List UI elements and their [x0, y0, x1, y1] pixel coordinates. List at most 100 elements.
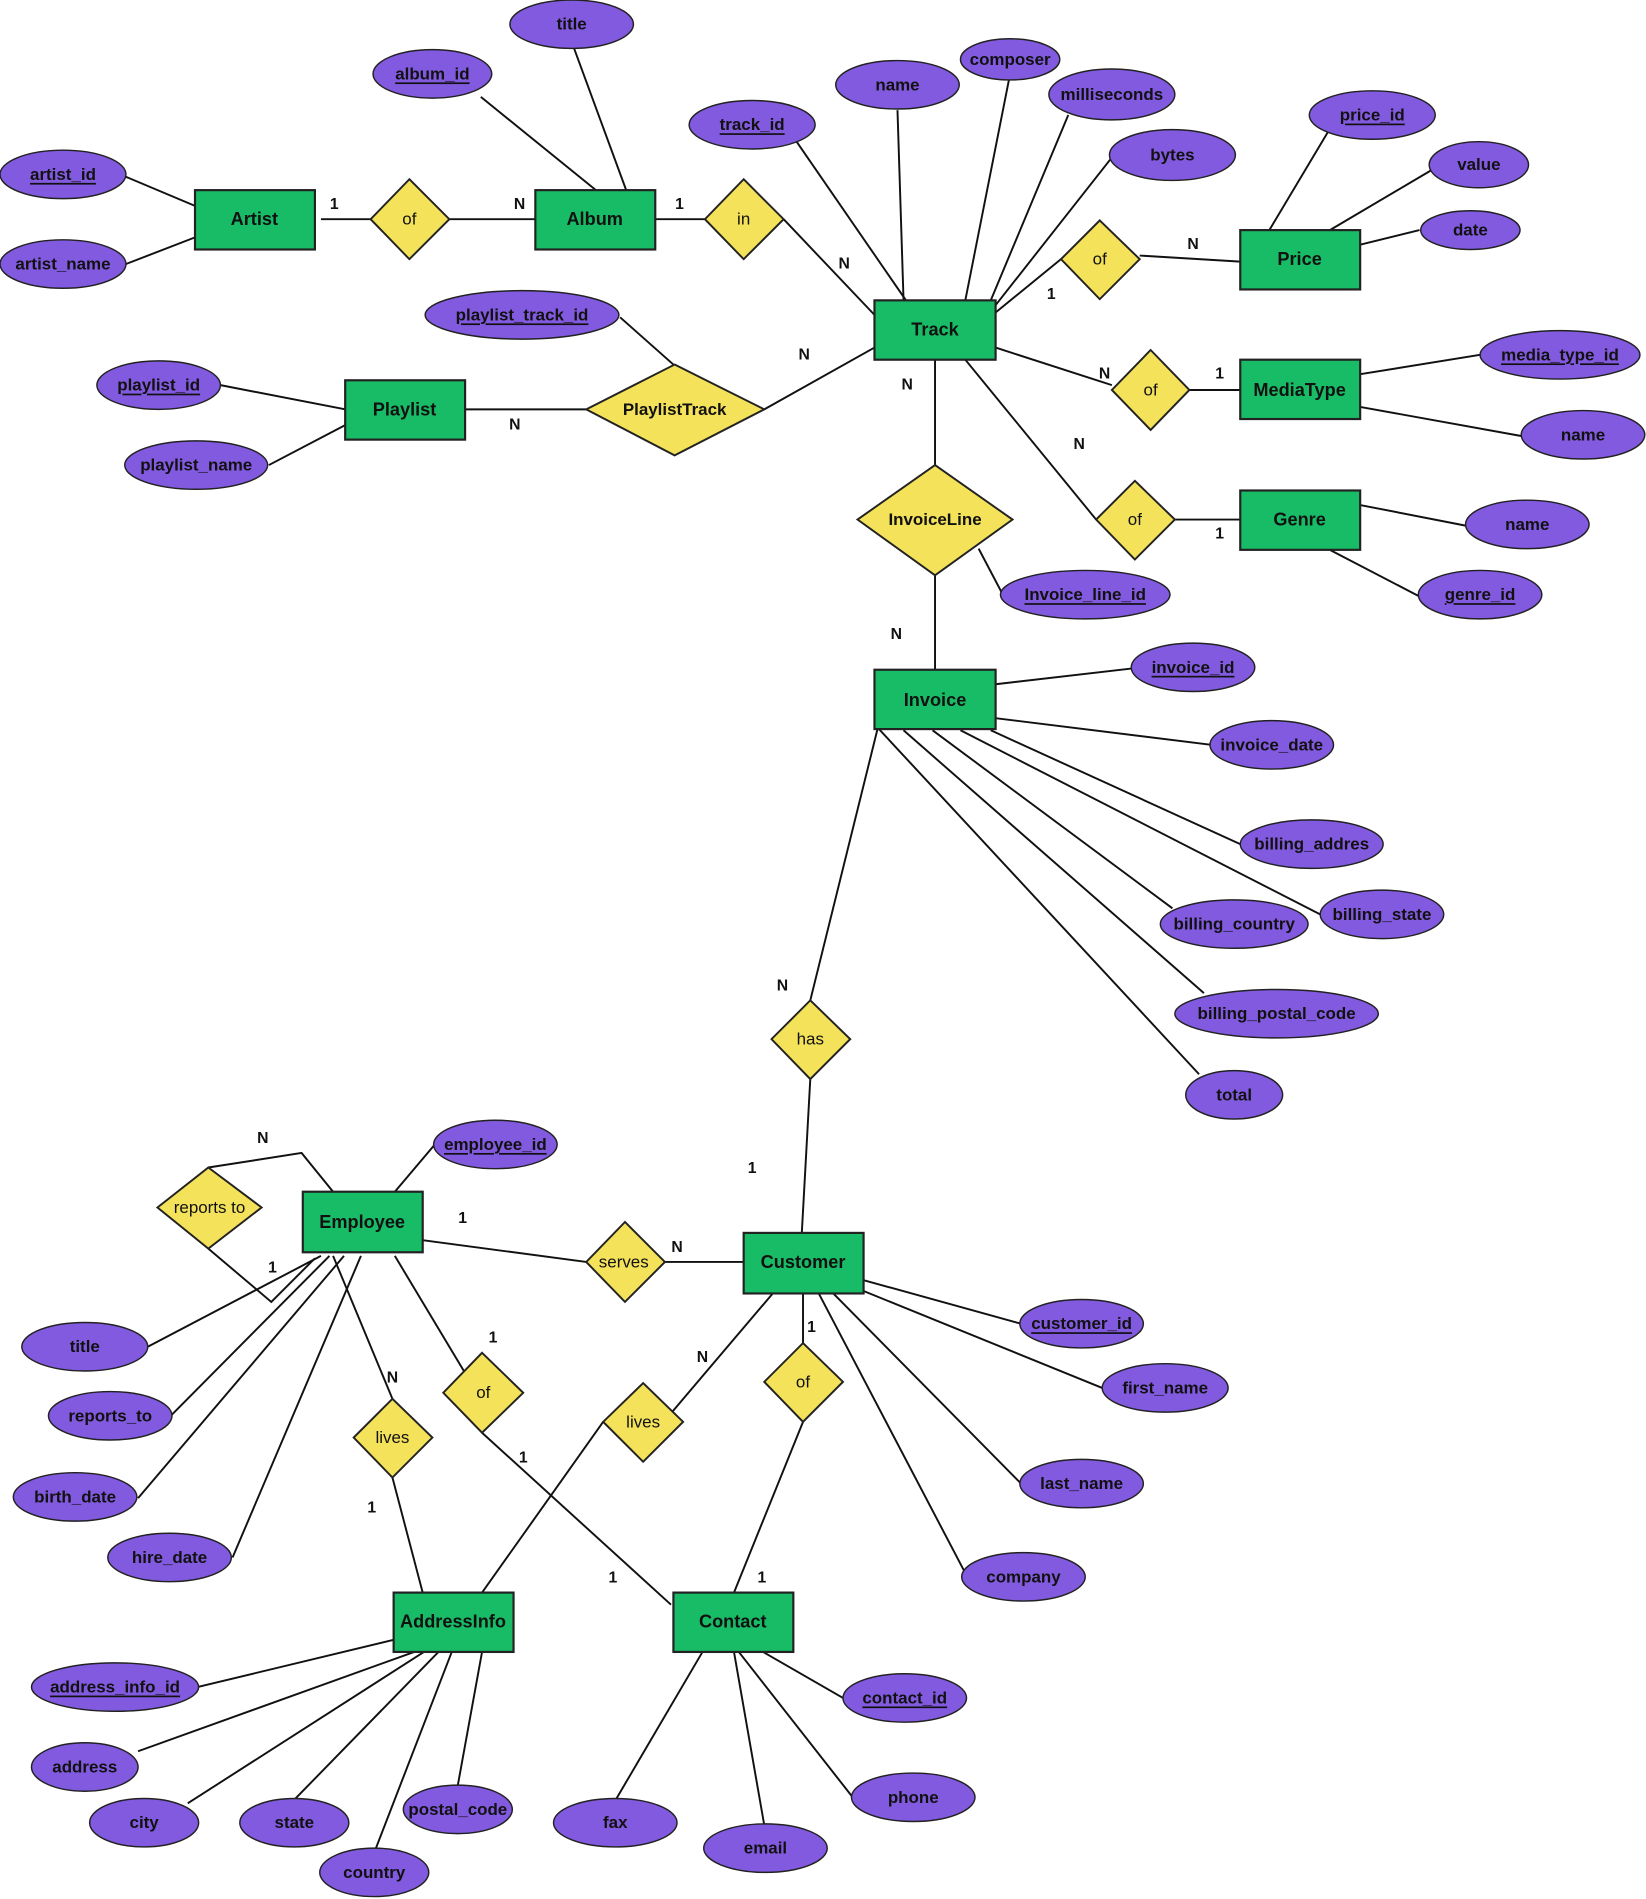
edge [960, 729, 1321, 916]
attribute-last-name[interactable]: last_name [1019, 1458, 1145, 1509]
cardinality-label: N [514, 196, 525, 213]
attribute-milliseconds[interactable]: milliseconds [1048, 68, 1176, 121]
attribute-city[interactable]: city [88, 1797, 200, 1848]
entity-label: Invoice [904, 690, 967, 710]
relationship-reports-to[interactable]: reports to [155, 1166, 264, 1250]
relationship-employee-of[interactable]: of [441, 1351, 525, 1435]
entity-label: Playlist [373, 399, 437, 419]
attribute-mediatype-name[interactable]: name [1520, 409, 1646, 460]
entity-label: AddressInfo [400, 1612, 506, 1632]
edge [762, 1651, 844, 1699]
relationship-customer-lives[interactable]: lives [601, 1381, 685, 1464]
attribute-billing-addres[interactable]: billing_addres [1239, 819, 1384, 870]
entity-price[interactable]: Price [1239, 229, 1362, 291]
attribute-album-id[interactable]: album_id [372, 48, 493, 99]
attribute-customer-id[interactable]: customer_id [1019, 1298, 1145, 1349]
entity-genre[interactable]: Genre [1239, 489, 1362, 551]
attribute-album-title[interactable]: title [509, 0, 635, 50]
edge [1359, 229, 1420, 246]
cardinality-label: N [901, 377, 912, 394]
attribute-total[interactable]: total [1185, 1069, 1284, 1120]
relationship-has[interactable]: has [770, 999, 852, 1081]
attribute-first-name[interactable]: first_name [1101, 1362, 1229, 1413]
cardinality-label: N [1073, 436, 1084, 453]
relationship-employee-lives[interactable]: lives [352, 1397, 434, 1479]
edge [994, 156, 1113, 306]
attribute-media-type-id[interactable]: media_type_id [1479, 329, 1641, 380]
attribute-track-id[interactable]: track_id [688, 99, 816, 150]
relationship-genre-track[interactable]: of [1094, 479, 1177, 561]
attribute-price-id[interactable]: price_id [1308, 90, 1436, 141]
entity-contact[interactable]: Contact [672, 1591, 795, 1654]
attribute-bytes[interactable]: bytes [1108, 128, 1237, 182]
edge [481, 1432, 672, 1606]
attribute-label: name [1505, 515, 1549, 534]
attribute-date[interactable]: date [1419, 210, 1521, 251]
edge [1329, 169, 1431, 231]
attribute-composer[interactable]: composer [959, 38, 1061, 81]
edge [187, 1651, 425, 1805]
attribute-reports-to[interactable]: reports_to [47, 1390, 173, 1441]
relationship-invoiceline[interactable]: InvoiceLine [855, 463, 1015, 577]
attribute-artist-name[interactable]: artist_name [0, 239, 127, 289]
attribute-genre-name[interactable]: name [1464, 499, 1590, 550]
attribute-invoice-line-id[interactable]: Invoice_line_id [999, 569, 1171, 620]
edge [932, 729, 1174, 910]
entity-playlist[interactable]: Playlist [344, 379, 467, 441]
relationship-price-track[interactable]: of [1059, 219, 1142, 301]
attribute-billing-state[interactable]: billing_state [1319, 889, 1445, 940]
attribute-billing-country[interactable]: billing_country [1159, 899, 1309, 950]
relationship-customer-of[interactable]: of [762, 1341, 845, 1424]
relationship-serves[interactable]: serves [584, 1220, 667, 1304]
attribute-employee-title[interactable]: title [21, 1321, 149, 1372]
attribute-fax[interactable]: fax [552, 1797, 678, 1848]
attribute-hire-date[interactable]: hire_date [107, 1532, 233, 1583]
relationship-label: reports to [174, 1198, 246, 1217]
attribute-artist-id[interactable]: artist_id [0, 149, 127, 200]
attribute-phone[interactable]: phone [850, 1772, 976, 1823]
attribute-billing-postal-code[interactable]: billing_postal_code [1174, 988, 1380, 1039]
attribute-address-info-id[interactable]: address_info_id [30, 1662, 200, 1713]
attribute-playlist-id[interactable]: playlist_id [96, 360, 222, 411]
entity-invoice[interactable]: Invoice [873, 668, 997, 731]
entity-mediatype[interactable]: MediaType [1239, 358, 1362, 421]
attribute-address[interactable]: address [30, 1742, 139, 1792]
attribute-label: track_id [720, 115, 785, 134]
attribute-birth-date[interactable]: birth_date [12, 1471, 138, 1522]
attribute-playlist-track-id[interactable]: playlist_track_id [424, 289, 620, 340]
relationship-mediatype-track[interactable]: of [1110, 348, 1191, 432]
entity-track[interactable]: Track [873, 299, 997, 361]
edge [125, 236, 196, 265]
edge [800, 1079, 812, 1233]
entity-employee[interactable]: Employee [301, 1190, 424, 1254]
edge [1359, 504, 1466, 527]
attribute-email[interactable]: email [702, 1823, 828, 1874]
attribute-label: email [744, 1839, 787, 1858]
attribute-employee-id[interactable]: employee_id [432, 1119, 558, 1170]
attribute-track-name[interactable]: name [834, 59, 960, 110]
attribute-invoice-date[interactable]: invoice_date [1209, 719, 1335, 770]
entity-album[interactable]: Album [534, 189, 657, 251]
attribute-label: address_info_id [50, 1678, 180, 1697]
attribute-value[interactable]: value [1428, 140, 1530, 189]
attribute-genre-id[interactable]: genre_id [1417, 569, 1543, 620]
entities: Artist Album Track Price MediaType Genre… [193, 189, 1362, 1654]
relationship-playlisttrack[interactable]: PlaylistTrack [584, 363, 767, 457]
entity-artist[interactable]: Artist [193, 189, 316, 251]
edge [995, 667, 1132, 686]
edge [1139, 254, 1241, 263]
attribute-contact-id[interactable]: contact_id [842, 1673, 968, 1723]
relationship-album-track[interactable]: in [703, 177, 786, 261]
attribute-invoice-id[interactable]: invoice_id [1130, 642, 1256, 693]
attribute-playlist-name[interactable]: playlist_name [124, 440, 269, 491]
attribute-label: media_type_id [1501, 345, 1619, 364]
entity-customer[interactable]: Customer [742, 1231, 865, 1295]
edge [977, 548, 1004, 596]
attribute-postal-code[interactable]: postal_code [402, 1784, 514, 1835]
relationship-artist-album[interactable]: of [369, 177, 451, 261]
attribute-country[interactable]: country [319, 1847, 430, 1898]
cardinality-label: 1 [330, 196, 339, 213]
attribute-state[interactable]: state [239, 1797, 350, 1848]
entity-addressinfo[interactable]: AddressInfo [392, 1591, 515, 1654]
attribute-company[interactable]: company [960, 1551, 1086, 1602]
